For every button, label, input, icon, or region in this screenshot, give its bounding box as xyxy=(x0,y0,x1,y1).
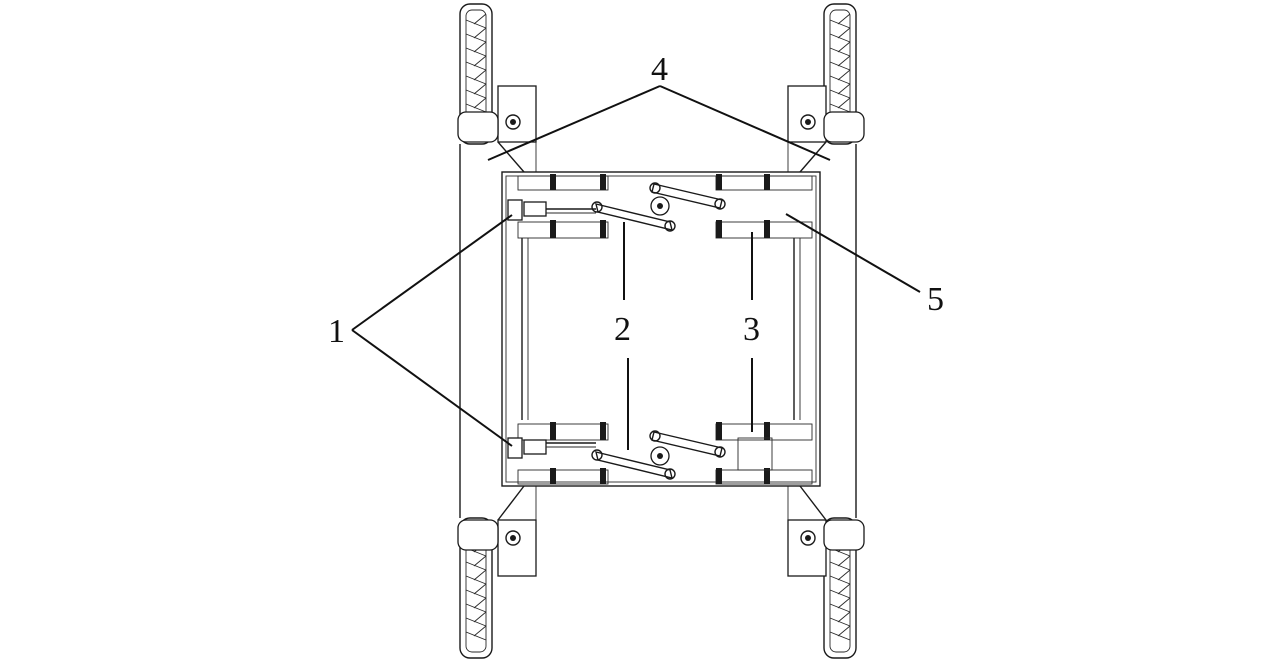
callout-1: 1 xyxy=(328,313,345,350)
right-track-top xyxy=(823,3,857,145)
actuator-top xyxy=(507,199,596,221)
hub-top-right xyxy=(787,85,865,173)
hub-top-left xyxy=(457,85,537,173)
hub-bottom-right xyxy=(787,485,865,577)
callout-4: 4 xyxy=(651,51,668,88)
leader-lines xyxy=(351,85,921,450)
callout-5: 5 xyxy=(927,281,944,318)
rail-blocks xyxy=(517,174,813,485)
callout-2: 2 xyxy=(614,311,631,348)
hub-bottom-left xyxy=(457,485,537,577)
actuator-bottom xyxy=(507,437,596,459)
callout-3: 3 xyxy=(743,311,760,348)
main-frame xyxy=(501,171,821,487)
linkage-top xyxy=(591,182,726,232)
linkage-bottom xyxy=(591,430,726,480)
side-beams xyxy=(459,144,857,518)
